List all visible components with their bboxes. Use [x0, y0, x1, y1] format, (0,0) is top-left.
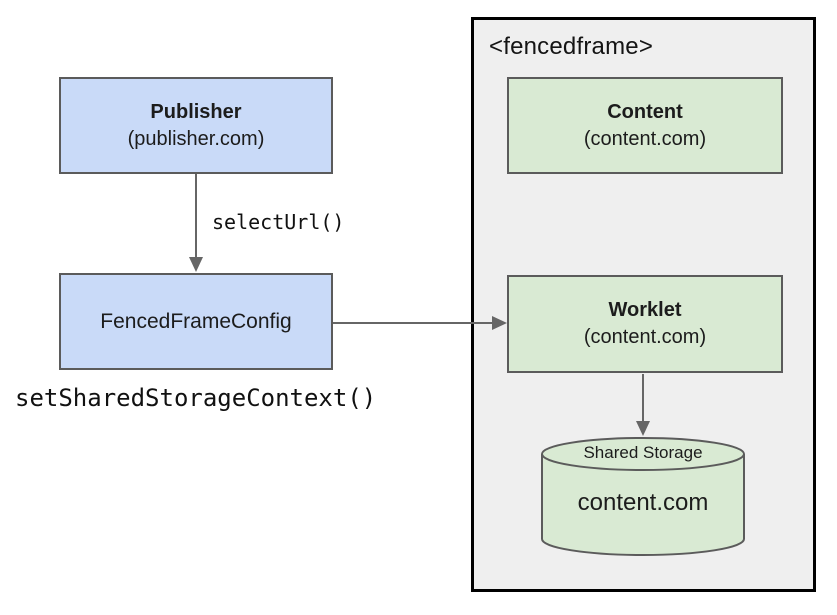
content-title: Content	[607, 100, 683, 123]
shared-storage-origin-label: content.com	[577, 489, 709, 516]
cylinder-body	[541, 454, 745, 556]
publisher-box: Publisher (publisher.com)	[59, 77, 333, 174]
publisher-title: Publisher	[150, 100, 242, 123]
shared-storage-cylinder	[541, 437, 745, 556]
set-shared-storage-context-label: setSharedStorageContext()	[15, 384, 377, 412]
publisher-subtitle: (publisher.com)	[127, 127, 265, 150]
fencedframeconfig-box: FencedFrameConfig	[59, 273, 333, 370]
content-subtitle: (content.com)	[583, 127, 707, 150]
worklet-box: Worklet (content.com)	[507, 275, 783, 373]
fencedframe-label: <fencedframe>	[489, 33, 654, 60]
content-box: Content (content.com)	[507, 77, 783, 174]
worklet-subtitle: (content.com)	[583, 326, 707, 348]
cylinder-top	[541, 437, 745, 471]
worklet-title: Worklet	[608, 299, 682, 321]
select-url-label: selectUrl()	[212, 210, 345, 234]
fencedframeconfig-label: FencedFrameConfig	[100, 309, 292, 333]
shared-storage-label: Shared Storage	[583, 443, 703, 462]
